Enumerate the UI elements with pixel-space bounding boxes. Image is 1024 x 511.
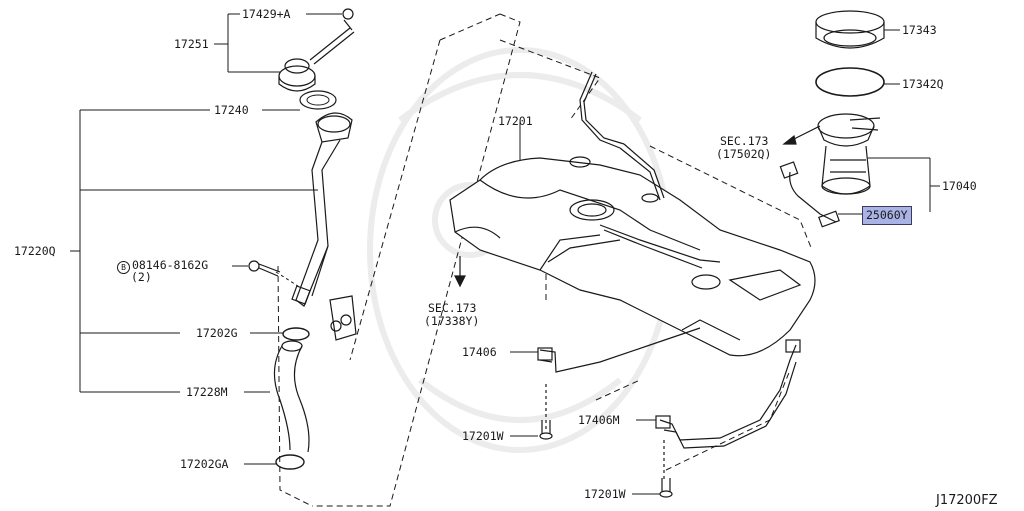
label-17429a: 17429+A xyxy=(242,7,291,21)
fuel-pump-module xyxy=(817,113,881,195)
phantom-frame-filler xyxy=(277,13,521,507)
label-17220q: 17220Q xyxy=(14,244,56,258)
bracket-17220q xyxy=(70,109,318,393)
highlight-25060y[interactable]: 25060Y xyxy=(862,206,912,225)
label-17228m: 17228M xyxy=(186,385,228,399)
label-17251: 17251 xyxy=(174,37,209,51)
arrow-sec-17338y xyxy=(454,256,466,288)
strap-17406m xyxy=(655,339,801,449)
label-08146-qty: (2) xyxy=(131,270,152,284)
label-sec-17338y-code: (17338Y) xyxy=(424,314,480,328)
label-sec-17502q-code: (17502Q) xyxy=(716,147,772,161)
o-ring-17342q xyxy=(815,67,885,97)
hose-17228m xyxy=(273,340,310,453)
fuel-tank xyxy=(449,156,816,357)
label-17201w-a: 17201W xyxy=(462,429,504,443)
lock-ring-17343 xyxy=(815,10,885,49)
label-17202g: 17202G xyxy=(196,326,238,340)
bolt-17201w-a xyxy=(539,384,553,440)
clamp-17202g xyxy=(282,327,310,341)
label-17406m: 17406M xyxy=(578,413,620,427)
diagram-reference-code: J17200FZ xyxy=(936,493,998,508)
filler-neck xyxy=(291,112,357,341)
label-17406: 17406 xyxy=(462,345,497,359)
label-sec-17502q-title: SEC.173 xyxy=(720,134,769,148)
strap-17406 xyxy=(537,327,701,373)
bolt-mark-icon: B xyxy=(117,261,130,274)
filler-cap xyxy=(278,8,355,92)
clamp-17202ga xyxy=(275,454,305,470)
label-17201: 17201 xyxy=(498,114,533,128)
sender-unit xyxy=(779,161,840,228)
label-sec-17338y-title: SEC.173 xyxy=(428,301,477,315)
label-17240: 17240 xyxy=(214,103,249,117)
label-17040: 17040 xyxy=(942,179,977,193)
arrow-sec-17502q xyxy=(782,125,821,145)
label-17342q: 17342Q xyxy=(902,77,944,91)
label-17201w-b: 17201W xyxy=(584,487,626,501)
bolt-08146 xyxy=(248,260,281,277)
filler-gasket xyxy=(299,90,337,110)
bolt-code: 08146-8162G xyxy=(132,258,209,272)
label-17202ga: 17202GA xyxy=(180,457,229,471)
label-17343: 17343 xyxy=(902,23,937,37)
vent-tube xyxy=(579,71,665,201)
